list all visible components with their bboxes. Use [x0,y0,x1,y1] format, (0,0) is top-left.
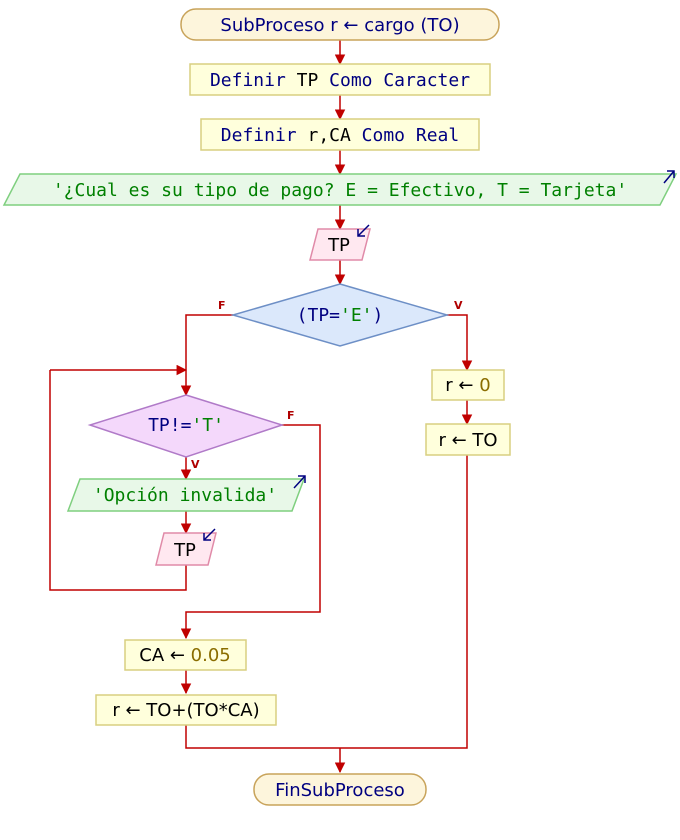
assign-r-to-text: r ← TO [438,430,497,451]
assign-r-to[interactable]: r ← TO [425,423,511,456]
read-tp-loop-label: TP [173,540,196,561]
read-tp-input[interactable]: TP [309,224,371,261]
while-condition: TP!='T' [148,415,224,436]
decision-tp-equals-e[interactable]: (TP='E') [230,283,450,347]
end-terminal[interactable]: FinSubProceso [253,773,427,806]
while-false-label: F [287,409,295,422]
start-label: SubProceso r ← cargo (TO) [220,15,459,36]
prompt-output[interactable]: '¿Cual es su tipo de pago? E = Efectivo,… [2,170,678,206]
start-terminal[interactable]: SubProceso r ← cargo (TO) [180,8,500,41]
define-r-ca-block[interactable]: Definir r,CA Como Real [200,118,480,151]
assign-r-formula[interactable]: r ← TO+(TO*CA) [95,694,277,726]
decision-true-label: V [454,299,463,312]
invalid-option-output[interactable]: 'Opción invalida' [66,475,306,512]
define-tp-block[interactable]: Definir TP Como Caracter [189,63,491,96]
output-arrow-icon [293,475,306,489]
assign-r-zero[interactable]: r ← 0 [431,369,505,401]
edge-formula-to-merge [185,725,340,749]
edge-while-false [180,424,321,640]
assign-r-zero-text: r ← 0 [445,375,490,396]
output-arrow-icon [663,170,675,184]
read-tp-loop-input[interactable]: TP [155,528,217,566]
end-label: FinSubProceso [275,780,405,801]
assign-ca[interactable]: CA ← 0.05 [124,639,247,671]
decision-false-label: F [218,299,226,312]
input-arrow-icon [357,224,370,237]
input-arrow-icon [203,528,216,541]
edges [49,40,473,774]
assign-r-formula-text: r ← TO+(TO*CA) [112,700,259,721]
edge-decision-true [447,314,473,372]
decision-condition: (TP='E') [297,305,384,326]
read-tp-label: TP [327,235,350,256]
assign-ca-text: CA ← 0.05 [139,645,231,666]
while-true-label: V [191,458,200,471]
while-tp-not-t[interactable]: TP!='T' [87,394,285,458]
prompt-text: '¿Cual es su tipo de pago? E = Efectivo,… [53,180,627,201]
invalid-option-text: 'Opción invalida' [93,485,277,506]
edge-decision-false [180,314,233,397]
define-r-ca-text: Definir r,CA Como Real [221,125,459,146]
edge-loop-back [49,370,187,591]
define-tp-text: Definir TP Como Caracter [210,70,470,91]
edge-rto-to-merge [340,455,468,749]
